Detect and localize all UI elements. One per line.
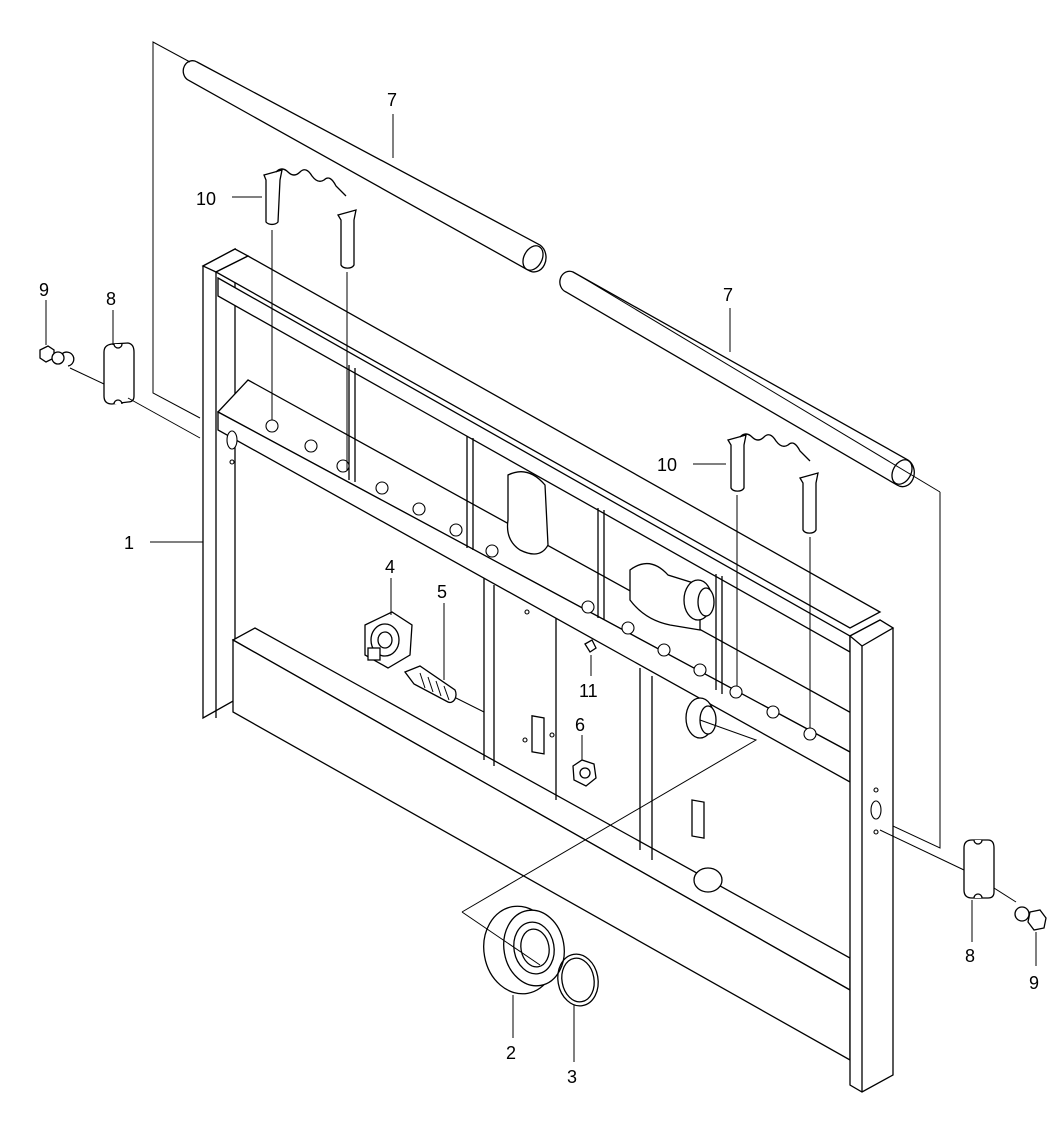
cam-follower-part-4: [364, 611, 413, 669]
plate-part-8-right: [879, 829, 1017, 903]
leader-lines: [45, 114, 1037, 1062]
lock-pin-pair-right: [727, 433, 819, 728]
bearing-guide-line: [461, 719, 758, 913]
bearing-part-2: [483, 905, 565, 995]
callout-5: 5: [437, 582, 447, 602]
bolt-part-5: [403, 665, 485, 713]
plate-part-8-left: [69, 342, 201, 439]
rod-upper: [182, 60, 547, 273]
callout-9-right: 9: [1029, 973, 1039, 993]
callout-10-left: 10: [196, 189, 216, 209]
callout-4: 4: [385, 557, 395, 577]
lock-pin-pair-left: [263, 168, 357, 470]
fitting-part-11: [584, 639, 597, 653]
nut-washer-part-9-right: [1014, 906, 1047, 931]
callout-2: 2: [506, 1043, 516, 1063]
nut-washer-part-9-left: [39, 345, 75, 367]
callout-6: 6: [575, 715, 585, 735]
nut-part-6: [572, 759, 597, 787]
callout-11: 11: [579, 681, 598, 701]
callout-10-right: 10: [657, 455, 677, 475]
bearing-axis-line: [461, 911, 541, 966]
callout-7-upper: 7: [387, 90, 397, 110]
rod-guide-lines: [152, 41, 941, 849]
callout-8-right: 8: [965, 946, 975, 966]
retaining-ring-part-3: [557, 953, 599, 1007]
callout-3: 3: [567, 1067, 577, 1087]
callout-9-left: 9: [39, 280, 49, 300]
callout-1: 1: [124, 533, 134, 553]
frame-assembly: [201, 247, 895, 1093]
callout-8-left: 8: [106, 289, 116, 309]
callout-7-lower: 7: [723, 285, 733, 305]
